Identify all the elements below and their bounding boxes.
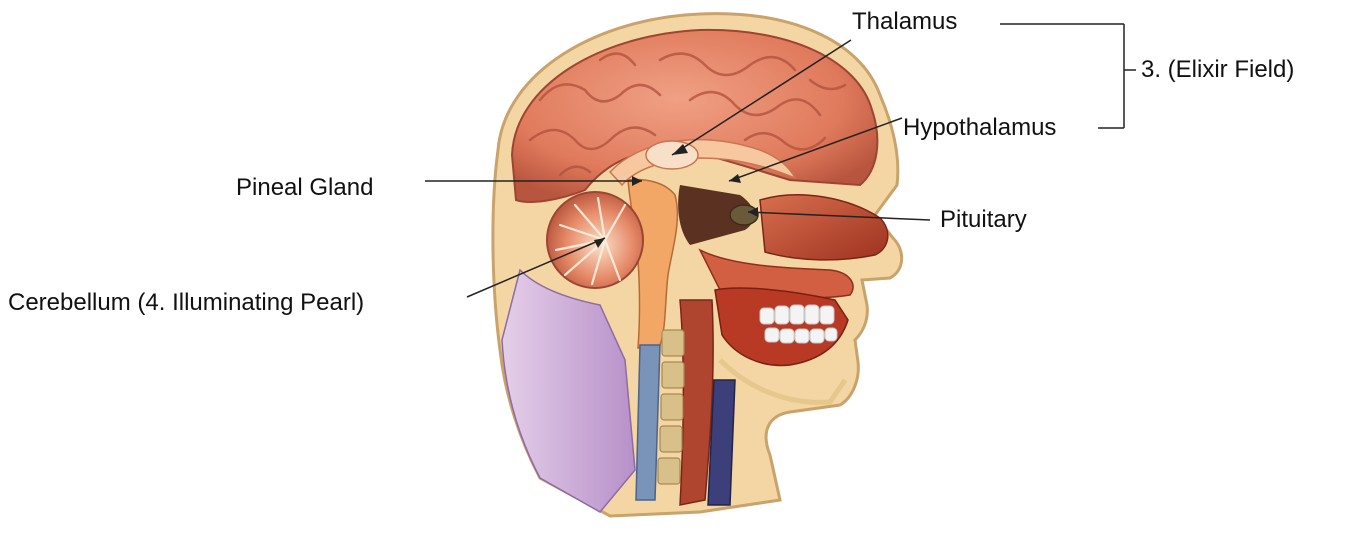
elixir-field-label: 3. (Elixir Field) xyxy=(1141,58,1294,82)
thalamus-label: Thalamus xyxy=(852,10,957,34)
hypothalamus-label: Hypothalamus xyxy=(903,116,1056,140)
pineal-gland-label: Pineal Gland xyxy=(236,176,373,200)
pituitary-label: Pituitary xyxy=(940,208,1027,232)
spinal-cord xyxy=(636,345,660,500)
pituitary-gland xyxy=(730,205,758,225)
teeth-icon xyxy=(760,305,837,343)
cerebellum-label: Cerebellum (4. Illuminating Pearl) xyxy=(8,291,364,315)
vertebrae xyxy=(658,330,684,484)
